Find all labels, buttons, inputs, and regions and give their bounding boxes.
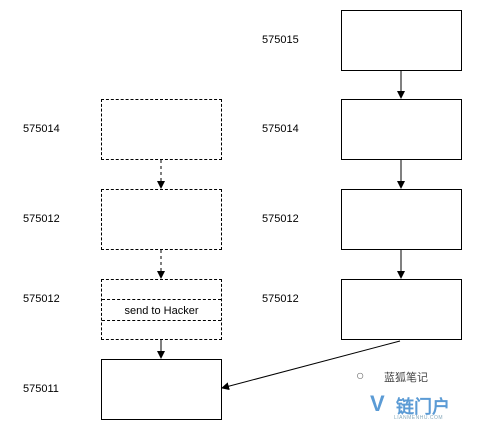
watermark-sub: LIANMENHU.COM <box>394 415 444 421</box>
label-r3: 575012 <box>262 213 299 225</box>
arrow-r4-l4 <box>221 340 401 391</box>
box-l3-divider-bottom <box>102 320 221 321</box>
label-r2: 575014 <box>262 123 299 135</box>
box-l4 <box>101 359 222 420</box>
wechat-icon: ○ <box>356 367 365 383</box>
box-l3: send to Hacker <box>101 279 222 340</box>
send-to-hacker-text: send to Hacker <box>124 305 199 317</box>
label-l2: 575012 <box>23 213 60 225</box>
box-l2 <box>101 189 222 250</box>
watermark-name: 蓝狐笔记 <box>384 372 428 384</box>
label-r1: 575015 <box>262 34 299 46</box>
watermark: ○ 蓝狐笔记 V 链门户 LIANMENHU.COM <box>356 367 466 433</box>
box-l1 <box>101 99 222 160</box>
box-l3-divider-top <box>102 299 221 300</box>
box-r2 <box>341 99 462 160</box>
label-l3: 575012 <box>23 293 60 305</box>
logo-v-icon: V <box>370 391 385 416</box>
label-l1: 575014 <box>23 123 60 135</box>
box-r3 <box>341 189 462 250</box>
box-r1 <box>341 10 462 71</box>
label-l4: 575011 <box>23 383 59 395</box>
watermark-logo: 链门户 <box>396 397 450 417</box>
box-r4 <box>341 279 462 340</box>
label-r4: 575012 <box>262 293 299 305</box>
